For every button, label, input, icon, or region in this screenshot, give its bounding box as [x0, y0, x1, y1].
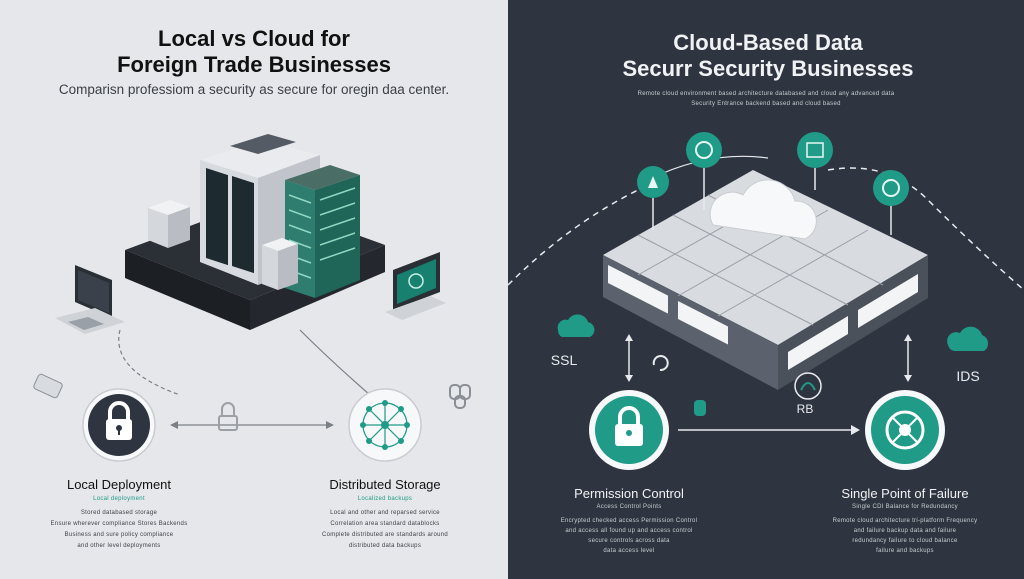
small-lock-icon [218, 402, 238, 431]
cloud-title-line2: Securr Security Businesses [622, 56, 914, 81]
local-deployment-label: Local Deployment [66, 477, 172, 492]
cloud-subtitle-2: Security Entrance backend based and clou… [691, 101, 841, 107]
single-point-failure-label: Single Point of Failure [841, 486, 969, 501]
permission-control-caption: Access Control Points [596, 504, 662, 510]
local-illustration [33, 134, 471, 462]
local-deployment-body-3: Business and sure policy compliance [64, 532, 174, 538]
distributed-storage-body-1: Local and other and reparsed service [330, 510, 440, 516]
permission-lock-icon [589, 390, 669, 470]
link-chain-icon [449, 384, 471, 409]
pin-icon-4 [873, 170, 909, 235]
shield-small-icon [794, 372, 822, 400]
local-panel: Local vs Cloud for Foreign Trade Busines… [0, 0, 508, 579]
laptop-monitor-icon [385, 252, 446, 320]
pin-icon-1 [637, 166, 669, 230]
rb-label: RB [796, 402, 814, 416]
cloud-illustration [508, 132, 1024, 470]
local-deployment-body-1: Stored databased storage [80, 510, 158, 516]
single-point-failure-body-1: Remote cloud architecture tri-platform F… [832, 518, 978, 524]
pin-icon-3 [797, 132, 833, 190]
pin-icon-2 [686, 132, 722, 210]
page-title-line2: Foreign Trade Businesses [117, 52, 391, 77]
permission-control-body-1: Encrypted checked access Permission Cont… [560, 518, 698, 524]
single-point-failure-body-3: redundancy failure to cloud balance [852, 538, 958, 544]
distributed-storage-label: Distributed Storage [329, 477, 441, 492]
single-point-failure-caption: Single CDI Balance for Redundancy [852, 504, 958, 510]
page-title-line1: Local vs Cloud for [158, 26, 350, 51]
usb-drive-icon [33, 373, 63, 399]
cloud-datacenter-icon [603, 170, 928, 390]
local-deployment-body-2: Ensure wherever compliance Stores Backen… [50, 521, 188, 527]
cloud-subtitle-1: Remote cloud environment based architect… [637, 91, 895, 97]
local-deployment-caption: Local deployment [93, 496, 145, 502]
single-point-failure-body-4: failure and backups [876, 548, 934, 554]
permission-control-body-4: data access level [603, 548, 655, 554]
desktop-monitor-icon [55, 265, 125, 334]
small-cloud-icon-right [947, 326, 989, 351]
distributed-storage-caption: Localized backups [357, 496, 413, 502]
cloud-panel: Cloud-Based Data Securr Security Busines… [508, 0, 1024, 579]
side-server-icon [262, 238, 298, 290]
page-subtitle: Comparisn professiom a security as secur… [58, 82, 450, 97]
failover-icon [865, 390, 945, 470]
permission-control-body-3: secure controls across data [588, 538, 670, 544]
sync-icon [652, 355, 669, 372]
distributed-storage-body-3: Complete distributed are standards aroun… [321, 532, 449, 538]
ssl-label: SSL [550, 352, 578, 368]
ids-label: IDS [956, 368, 980, 384]
single-point-failure-body-2: and failure backup data and failure [853, 528, 957, 534]
small-cloud-icon-left [557, 314, 595, 337]
permission-control-body-2: and access all found up and access contr… [565, 528, 693, 534]
local-deployment-body-4: and other level deployments [77, 543, 161, 549]
permission-control-label: Permission Control [574, 486, 684, 501]
distributed-network-icon [348, 388, 422, 462]
key-small-icon [694, 400, 706, 416]
cloud-title-line1: Cloud-Based Data [673, 30, 863, 55]
local-lock-icon [82, 388, 156, 462]
distributed-storage-body-4: distributed data backups [348, 543, 422, 549]
workstation-box-icon [148, 200, 190, 248]
distributed-storage-body-2: Correlation area standard datablocks [330, 521, 440, 527]
